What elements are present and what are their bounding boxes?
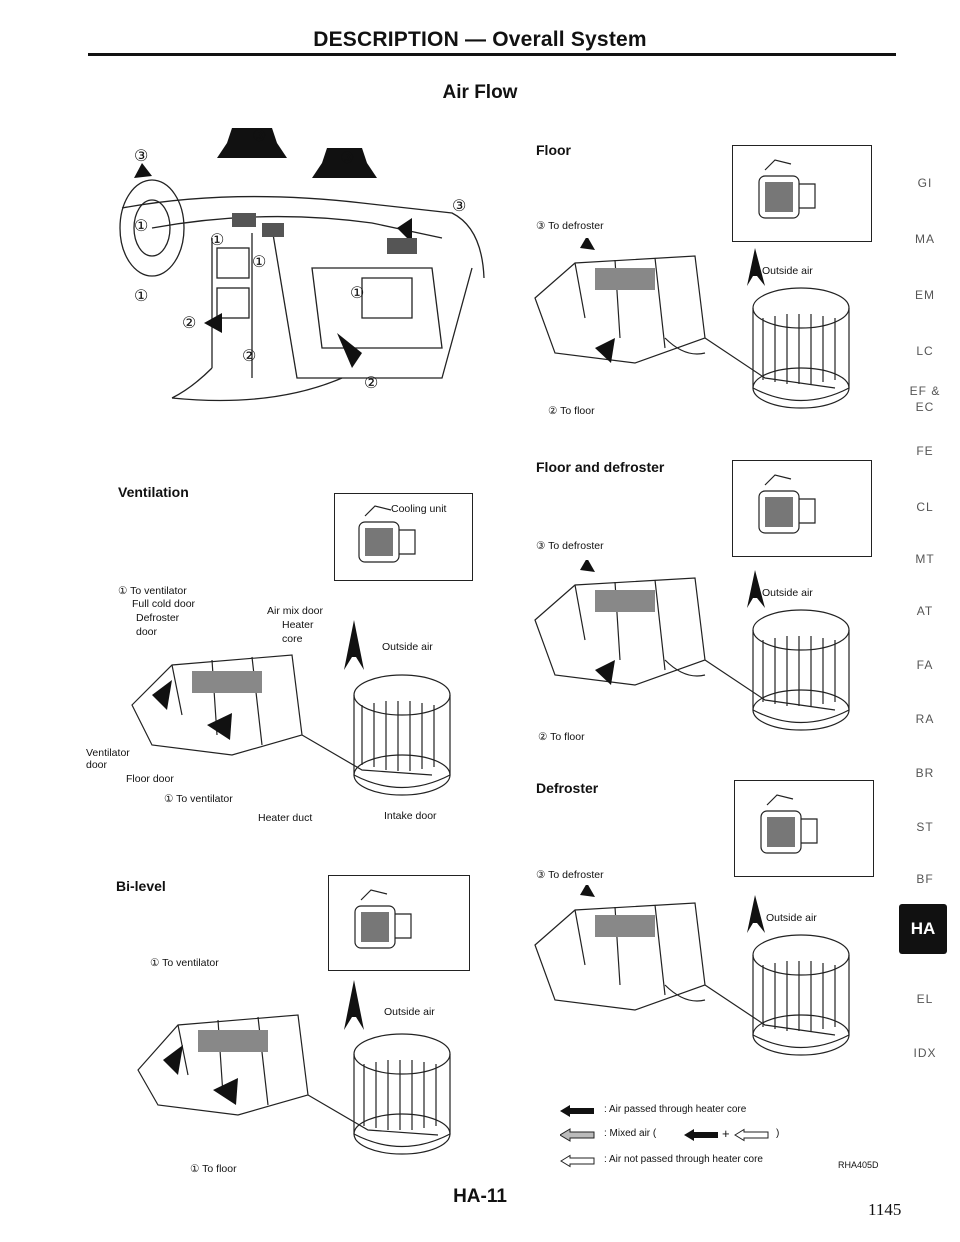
defroster-hvac-diagram	[525, 885, 885, 1085]
tab-lc[interactable]: LC	[916, 344, 934, 358]
tab-ra[interactable]: RA	[915, 712, 935, 726]
tab-br[interactable]: BR	[915, 766, 935, 780]
marker-1-e: ①	[134, 288, 149, 305]
to-ventilator-top: ① To ventilator	[118, 585, 187, 597]
marker-3-far-right: ③	[452, 198, 467, 215]
floor-hvac-diagram	[525, 238, 885, 438]
floor-to-floor: ② To floor	[548, 405, 595, 417]
heater-duct-label: Heater duct	[258, 812, 313, 824]
tab-em[interactable]: EM	[915, 288, 935, 302]
defroster-door-label: Defroster door	[136, 612, 180, 638]
air-mix-door-label: Air mix door	[267, 605, 324, 617]
to-ventilator-bottom: ① To ventilator	[164, 793, 233, 805]
tab-mt[interactable]: MT	[915, 552, 935, 566]
defroster-hvac-drawing	[534, 885, 850, 1056]
tab-bf[interactable]: BF	[916, 872, 934, 886]
bilevel-hvac-drawing	[137, 980, 451, 1155]
arrow-mixed-icon	[560, 1128, 595, 1142]
tab-ec[interactable]: EC	[915, 400, 935, 414]
floor-defroster-hvac-diagram	[525, 560, 885, 760]
marker-1-d: ①	[350, 285, 365, 302]
marker-3-left: ③	[134, 148, 149, 165]
figure-code: RHA405D	[838, 1160, 879, 1170]
marker-2-c: ②	[364, 375, 379, 392]
tab-fa[interactable]: FA	[916, 658, 934, 672]
tab-idx[interactable]: IDX	[913, 1046, 937, 1060]
cooling-unit-icon	[358, 505, 416, 563]
full-cold-door-label: Full cold door	[132, 598, 196, 610]
floor-door-label: Floor door	[126, 773, 174, 785]
floor-hvac-drawing	[534, 238, 850, 409]
legend-mixed-air-suffix: )	[776, 1128, 780, 1139]
legend-not-heater-core: : Air not passed through heater core	[604, 1154, 763, 1165]
ventilator-door-label: Ventilator door	[86, 747, 130, 771]
page-number: 1145	[868, 1200, 902, 1219]
floor-defroster-cooling-unit-icon	[758, 474, 816, 534]
header-rule	[88, 53, 896, 56]
marker-3-center: ③	[252, 128, 267, 145]
bilevel-to-floor: ① To floor	[190, 1163, 237, 1175]
marker-1-b: ①	[210, 232, 225, 249]
section-subtitle: Air Flow	[442, 82, 518, 103]
marker-2-a: ②	[182, 315, 197, 332]
tab-cl[interactable]: CL	[916, 500, 934, 514]
tab-ha-active[interactable]: HA	[899, 904, 947, 954]
defroster-outside-air: Outside air	[766, 912, 817, 924]
legend-mixed-air-plus: +	[722, 1126, 730, 1141]
marker-2-b: ②	[242, 348, 257, 365]
bilevel-to-ventilator: ① To ventilator	[150, 957, 219, 969]
floor-defroster-cooling-unit-inset	[732, 460, 872, 557]
tab-st[interactable]: ST	[916, 820, 934, 834]
arrow-solid-icon	[560, 1105, 594, 1117]
bilevel-cooling-unit-icon	[354, 889, 412, 949]
page-code: HA-11	[453, 1186, 507, 1207]
tab-el[interactable]: EL	[916, 992, 934, 1006]
marker-3-right: ③	[340, 150, 355, 167]
tab-gi[interactable]: GI	[917, 176, 933, 190]
floor-defroster-hvac-drawing	[534, 560, 850, 731]
legend-heater-core: : Air passed through heater core	[604, 1104, 747, 1115]
marker-1-a: ①	[134, 218, 149, 235]
floor-defroster-to-defroster: ③ To defroster	[536, 540, 604, 552]
arrow-solid-small-icon	[684, 1129, 718, 1141]
dashboard-illustration: ③ ③ ③ ③ ① ① ① ① ① ② ② ②	[112, 118, 492, 418]
arrow-outline-small-icon	[734, 1128, 769, 1142]
outside-air-label: Outside air	[382, 641, 433, 653]
legend: : Air passed through heater core : Mixed…	[560, 1100, 900, 1180]
arrow-outline-icon	[560, 1154, 595, 1168]
floor-title: Floor	[536, 142, 571, 158]
ventilation-title: Ventilation	[118, 484, 189, 500]
tab-ma[interactable]: MA	[915, 232, 935, 246]
floor-cooling-unit-icon	[758, 159, 816, 219]
bilevel-cooling-unit-inset	[328, 875, 470, 971]
floor-to-defroster: ③ To defroster	[536, 220, 604, 232]
page-header-title: DESCRIPTION — Overall System	[313, 28, 647, 51]
floor-defroster-outside-air: Outside air	[762, 587, 813, 599]
floor-defroster-title: Floor and defroster	[536, 459, 665, 475]
floor-defroster-to-floor: ② To floor	[538, 731, 585, 743]
intake-door-label: Intake door	[384, 810, 437, 822]
ventilation-hvac-drawing	[131, 620, 451, 796]
tab-ef[interactable]: EF &	[909, 384, 941, 398]
bilevel-title: Bi-level	[116, 878, 166, 894]
ventilation-hvac-diagram: ① To ventilator Full cold door Air mix d…	[86, 585, 482, 835]
bilevel-outside-air: Outside air	[384, 1006, 435, 1018]
floor-cooling-unit-inset	[732, 145, 872, 242]
defroster-cooling-unit-inset	[734, 780, 874, 877]
bilevel-hvac-diagram	[118, 950, 478, 1180]
defroster-to-defroster: ③ To defroster	[536, 869, 604, 881]
marker-1-c: ①	[252, 254, 267, 271]
floor-outside-air: Outside air	[762, 265, 813, 277]
tab-at[interactable]: AT	[916, 604, 934, 618]
defroster-cooling-unit-icon	[760, 794, 818, 854]
dashboard-drawing	[119, 128, 485, 402]
legend-mixed-air-prefix: : Mixed air (	[604, 1128, 657, 1139]
cooling-unit-label: Cooling unit	[391, 503, 447, 515]
heater-core-label: Heater core	[282, 619, 314, 645]
defroster-title: Defroster	[536, 780, 599, 796]
ventilation-cooling-unit-inset: Cooling unit	[334, 493, 473, 581]
tab-fe[interactable]: FE	[916, 444, 934, 458]
